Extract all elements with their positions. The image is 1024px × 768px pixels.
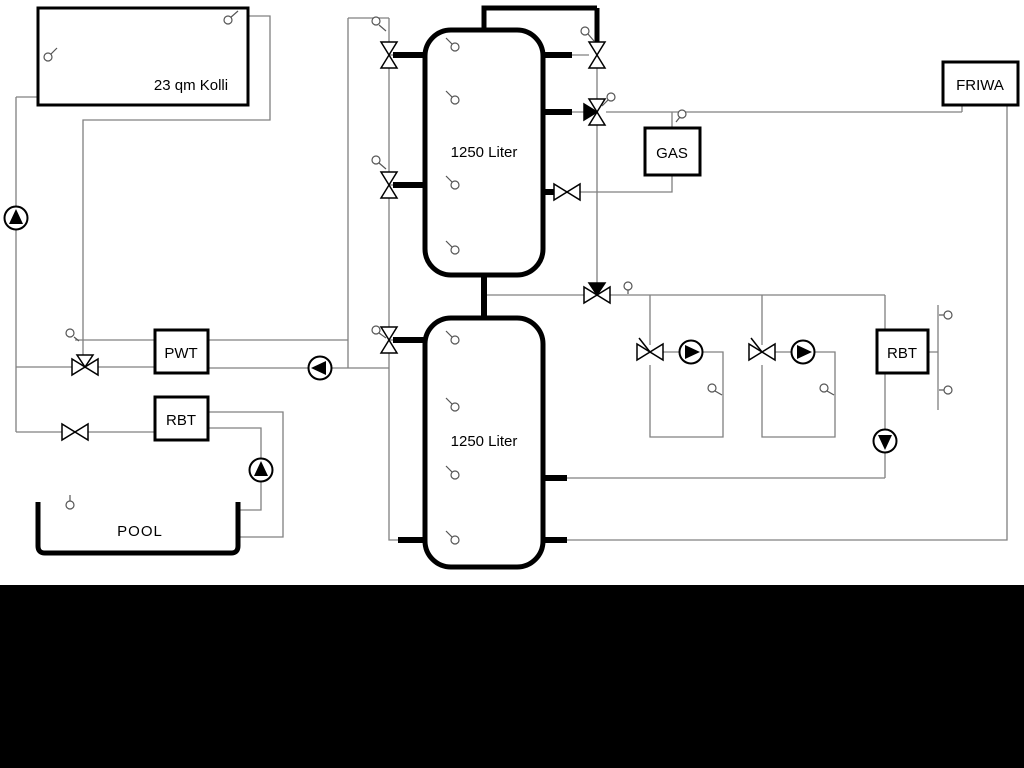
rbt-left-heat-exchanger: RBT [153, 395, 210, 442]
three-way-valve-symbol [748, 337, 776, 362]
sensor-icon [65, 495, 75, 510]
valve-symbol [379, 41, 399, 69]
sensor-icon [707, 383, 723, 396]
three-way-valve-symbol [583, 282, 611, 305]
sensor-icon [43, 47, 58, 62]
main-pipe [481, 5, 600, 44]
pump-symbol [307, 355, 333, 381]
sensor-icon [939, 385, 953, 395]
sensor-icon [65, 328, 80, 342]
rbt-right-label: RBT [887, 345, 917, 362]
pump-symbol [872, 428, 898, 454]
pump-symbol [678, 339, 704, 365]
pwt-box [153, 328, 210, 375]
field-sensors [65, 16, 953, 396]
bottom-black-band [0, 585, 1024, 768]
sensor-icon [819, 383, 835, 396]
valve-symbol [379, 326, 399, 354]
thick-pipes [393, 5, 600, 543]
sensor-icon [223, 10, 239, 25]
valves [61, 41, 776, 442]
sensor-icon [371, 16, 387, 32]
sensor-icon [675, 109, 687, 123]
pool-basin: POOL [35, 495, 241, 556]
pumps [3, 205, 898, 483]
buffer-tank-top-body [422, 27, 546, 278]
valve-symbol [553, 182, 581, 202]
sensor-icon [371, 155, 387, 170]
pipe [15, 15, 284, 538]
mixing-valve-symbol [583, 98, 607, 126]
friwa-station: FRIWA [941, 60, 1020, 107]
pump-symbol [3, 205, 29, 231]
friwa-label: FRIWA [956, 77, 1004, 94]
sensor-icon [371, 325, 387, 339]
rbt-right-box [875, 328, 930, 375]
components: 23 qm Kolli 1250 Liter 1250 Liter [35, 6, 1020, 570]
pump-symbol [248, 457, 274, 483]
valve-symbol [61, 422, 89, 442]
gas-boiler-box [643, 126, 702, 177]
tank-sensors [445, 330, 460, 545]
pwt-heat-exchanger: PWT [153, 328, 210, 375]
sensor-icon [939, 310, 953, 320]
pump-symbol [790, 339, 816, 365]
gas-boiler: GAS [643, 126, 702, 177]
rbt-right-heat-exchanger: RBT [875, 328, 930, 375]
tank-sensors [445, 37, 460, 255]
solar-collector-box [36, 6, 250, 107]
buffer-tank-bottom-label: 1250 Liter [451, 433, 518, 450]
buffer-tank-bottom: 1250 Liter [422, 315, 546, 570]
buffer-tank-top-label: 1250 Liter [451, 144, 518, 161]
buffer-tank-top: 1250 Liter [422, 27, 546, 278]
friwa-box [941, 60, 1020, 107]
three-way-valve-symbol [636, 337, 664, 362]
three-way-valve-symbol [71, 354, 99, 377]
solar-collector-label: 23 qm Kolli [154, 77, 228, 94]
pipe [484, 54, 1008, 541]
gas-boiler-label: GAS [656, 145, 688, 162]
tank-port-stub [393, 52, 572, 543]
pool-walls [35, 502, 241, 556]
rbt-left-label: RBT [166, 412, 196, 429]
sensor-icon [601, 92, 616, 107]
valve-symbol [587, 41, 607, 69]
solar-collector: 23 qm Kolli [36, 6, 250, 107]
rbt-left-box [153, 395, 210, 442]
valve-symbol [379, 171, 399, 199]
pool-label: POOL [117, 523, 163, 540]
buffer-tank-bottom-body [422, 315, 546, 570]
pwt-label: PWT [164, 345, 197, 362]
sensor-icon [580, 26, 595, 42]
sensor-icon [623, 281, 633, 294]
